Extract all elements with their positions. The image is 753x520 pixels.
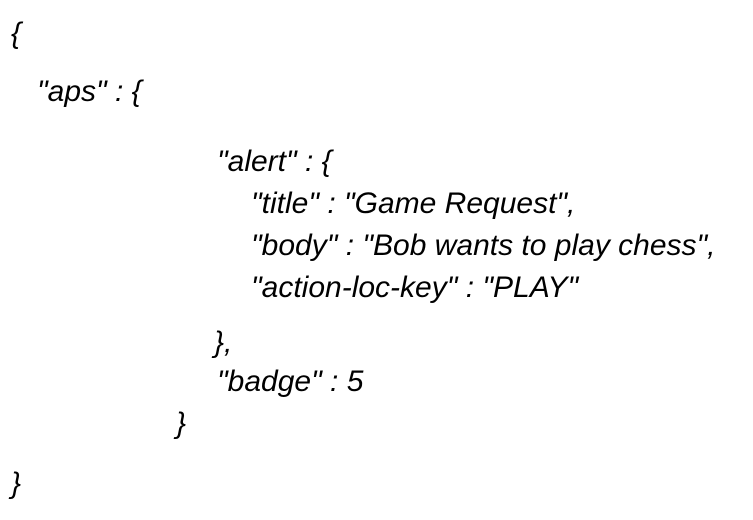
code-line: } <box>11 467 22 500</box>
code-line: "action-loc-key" : "PLAY" <box>251 271 579 304</box>
code-line: { <box>11 17 22 50</box>
code-line: "badge" : 5 <box>217 365 364 398</box>
code-line: } <box>176 407 187 440</box>
code-line: "alert" : { <box>217 145 332 178</box>
code-line: "title" : "Game Request", <box>251 187 576 220</box>
code-line: "body" : "Bob wants to play chess", <box>251 229 716 262</box>
code-line: "aps" : { <box>37 75 142 108</box>
code-line: }, <box>214 326 233 359</box>
